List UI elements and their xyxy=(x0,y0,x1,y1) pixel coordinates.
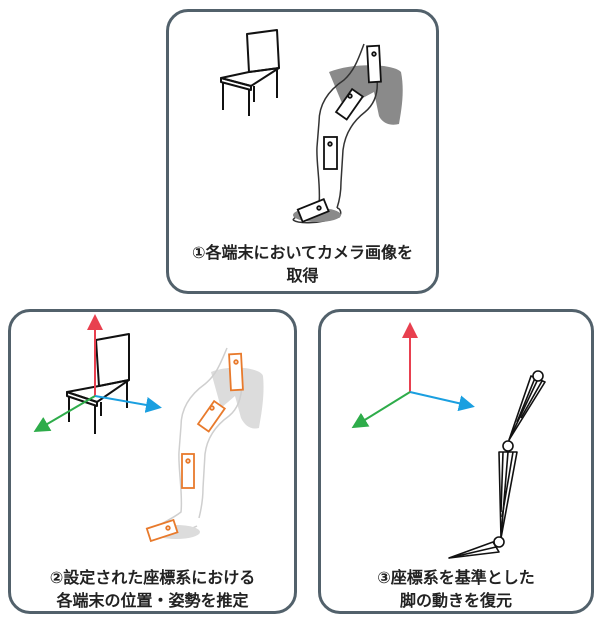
chair-icon xyxy=(66,333,130,434)
leg-shadow xyxy=(211,367,264,429)
capture-illustration xyxy=(220,29,403,224)
leg-reconstruction-illustration xyxy=(351,322,546,559)
caption-line: 脚の動きを復元 xyxy=(399,591,512,610)
estimated-device-icon xyxy=(196,399,227,433)
caption-step-2: ②設定された座標系における 各端末の位置・姿勢を推定 xyxy=(11,566,294,612)
smartphone-icon xyxy=(296,198,330,223)
axis-right xyxy=(409,391,475,412)
estimated-device-icon xyxy=(181,453,195,489)
axis-left xyxy=(351,391,411,429)
caption-line: ③座標系を基準とした xyxy=(377,568,535,587)
caption-step-1: ①各端末においてカメラ画像を 取得 xyxy=(169,241,436,287)
panel-reconstruct-leg: ③座標系を基準とした 脚の動きを復元 xyxy=(318,309,594,614)
leg-shadow xyxy=(329,65,403,125)
ankle-joint xyxy=(493,536,505,548)
pose-estimation-illustration xyxy=(33,314,264,543)
estimated-device-icon xyxy=(228,352,244,392)
chair-icon xyxy=(220,29,280,116)
caption-line: 各端末の位置・姿勢を推定 xyxy=(56,591,249,610)
caption-line: ①各端末においてカメラ画像を xyxy=(191,243,414,262)
estimated-device-icon xyxy=(145,518,179,543)
caption-line: ②設定された座標系における xyxy=(49,568,256,587)
panel-estimate-pose: ②設定された座標系における 各端末の位置・姿勢を推定 xyxy=(8,309,297,614)
hip-joint xyxy=(532,370,544,382)
smartphone-icon xyxy=(366,44,382,84)
smartphone-icon xyxy=(334,87,365,121)
smartphone-icon xyxy=(323,136,338,170)
caption-line: 取得 xyxy=(286,266,319,285)
axis-right xyxy=(94,395,162,413)
axis-left xyxy=(33,395,96,433)
caption-step-3: ③座標系を基準とした 脚の動きを復元 xyxy=(321,566,591,612)
knee-joint xyxy=(502,440,514,452)
panel-capture: ①各端末においてカメラ画像を 取得 xyxy=(166,9,439,294)
